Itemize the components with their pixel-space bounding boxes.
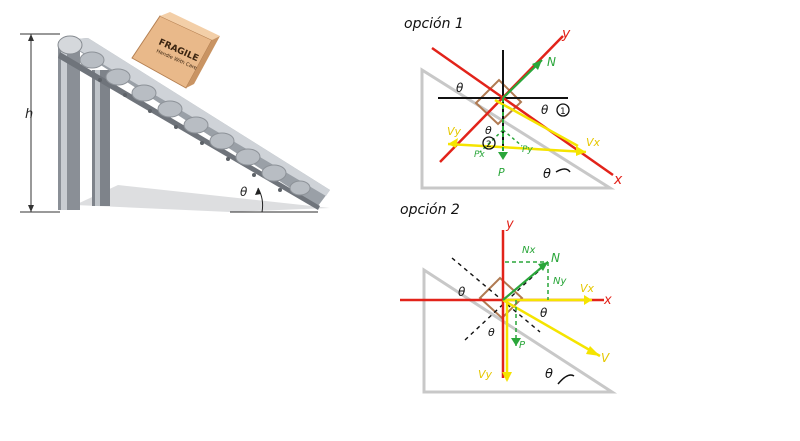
option1-theta-right: θ: [541, 103, 549, 117]
option2-title: opción 2: [400, 202, 460, 218]
option2-normal-label: N: [551, 251, 560, 265]
option1-px-label: Px: [474, 150, 485, 160]
option2-nx-label: Nx: [522, 245, 535, 256]
option2-v-label: V: [601, 351, 610, 365]
option2-theta-base: θ: [545, 367, 553, 382]
option2-incline: [422, 267, 618, 394]
conveyor-illustration: h: [20, 12, 330, 213]
option2-weight-label: P: [519, 340, 526, 351]
option2-vy-label: Vy: [478, 368, 493, 381]
fragile-box: FRAGILE Handle With Care: [131, 12, 220, 89]
option2-theta-top: θ: [458, 285, 466, 299]
option1-x-label: x: [613, 172, 623, 188]
option1-py-label: Py: [522, 145, 533, 155]
option1-marker-2: 2: [486, 140, 492, 150]
option1-vx-label: Vx: [586, 136, 601, 149]
option2-ny-label: Ny: [553, 276, 567, 287]
option1-theta-top: θ: [456, 81, 464, 95]
option2-theta-right: θ: [540, 306, 548, 320]
option1-vy-label: Vy: [447, 125, 462, 138]
option1-incline: [420, 67, 616, 190]
option2-y-label: y: [505, 217, 514, 232]
option1-diagram: opción 1 y x Vx Vy N P Px Py θ θ θ: [404, 16, 623, 190]
option1-title: opción 1: [404, 16, 464, 32]
angle-label: θ: [240, 185, 248, 199]
option1-x-axis: [431, 46, 614, 177]
option1-theta-mid: θ: [485, 124, 492, 137]
option2-diagram: opción 2 y x V Vx Vy N Nx Ny P: [400, 202, 618, 394]
option1-y-axis: [439, 35, 564, 163]
option1-marker-1: 1: [560, 107, 566, 117]
option2-x-label: x: [603, 293, 612, 308]
height-label: h: [25, 107, 33, 122]
option1-block: [474, 78, 523, 126]
option1-theta-base: θ: [543, 167, 551, 182]
option1-y-label: y: [561, 26, 571, 42]
option1-weight-label: P: [498, 166, 505, 179]
option2-vx-label: Vx: [580, 282, 595, 295]
option1-normal-label: N: [547, 55, 556, 69]
option2-theta-mid: θ: [488, 326, 495, 339]
